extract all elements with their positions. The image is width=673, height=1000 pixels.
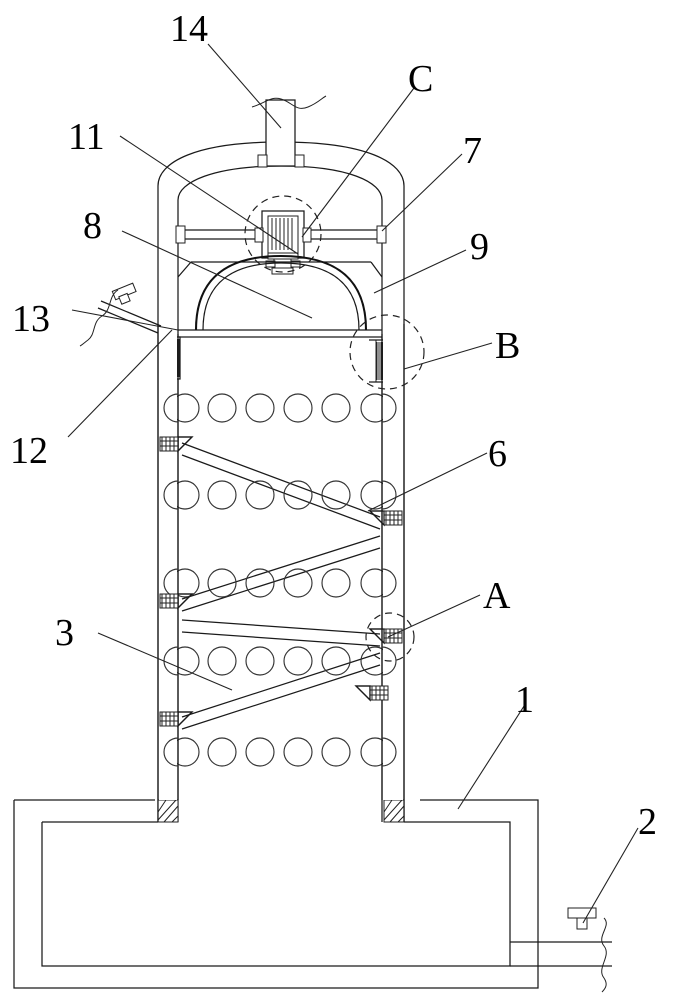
top-inlet-pipe — [251, 95, 327, 168]
label-13: 13 — [12, 298, 50, 340]
inner-arch-baffle — [177, 254, 383, 338]
bubble-row — [170, 480, 390, 510]
bottom-tank — [13, 799, 539, 989]
inclined-baffle-plates — [181, 442, 381, 730]
baffle-mount-blocks-top — [159, 436, 403, 728]
outlet-pipe — [510, 917, 612, 993]
bubble-rows — [170, 393, 390, 767]
label-8: 8 — [83, 205, 102, 247]
label-12: 12 — [10, 430, 48, 472]
label-6: 6 — [488, 433, 507, 475]
label-C: C — [408, 58, 434, 100]
side-valve-pipe — [79, 282, 162, 347]
detail-circle-c — [244, 195, 322, 273]
label-11: 11 — [68, 116, 105, 158]
wall-joint-hatch — [157, 799, 405, 823]
detail-circle-b — [349, 314, 425, 390]
outlet-valve — [567, 907, 597, 930]
bubble-row — [170, 393, 390, 423]
detail-circle-a — [365, 612, 415, 662]
label-A: A — [483, 575, 511, 617]
label-B: B — [495, 325, 521, 367]
label-7: 7 — [463, 130, 482, 172]
label-3: 3 — [55, 612, 74, 654]
bubble-row — [170, 737, 390, 767]
label-1: 1 — [515, 679, 534, 721]
label-9: 9 — [470, 226, 489, 268]
label-14: 14 — [170, 8, 208, 50]
bubble-partials — [163, 393, 397, 767]
bubble-row — [170, 568, 390, 598]
leader-lines — [67, 43, 639, 924]
label-2: 2 — [638, 801, 657, 843]
